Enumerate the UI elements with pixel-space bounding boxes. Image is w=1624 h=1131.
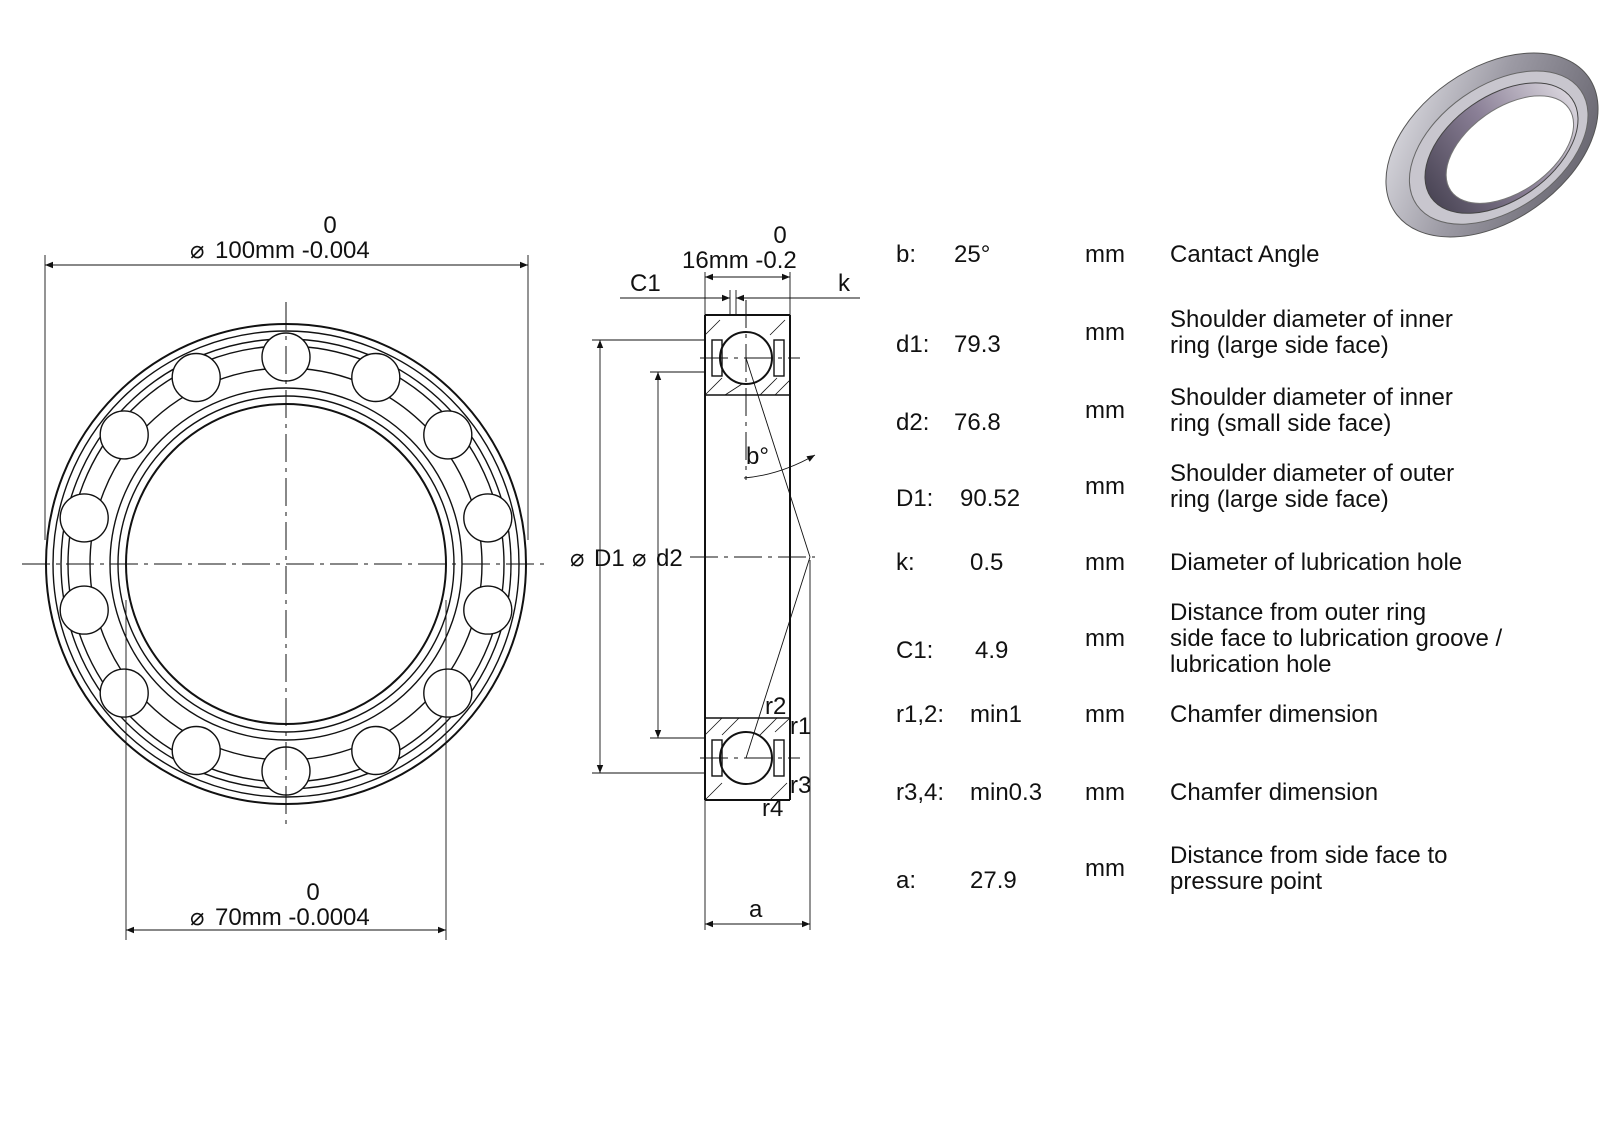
- outer-diameter-value: 100mm -0.004: [215, 237, 370, 264]
- parameter-key: r1,2:: [896, 701, 944, 728]
- outer-diameter-symbol: ⌀: [190, 237, 204, 264]
- parameter-key: C1:: [896, 637, 933, 664]
- parameter-unit: mm: [1085, 855, 1125, 882]
- ball: [351, 725, 401, 776]
- parameter-description: lubrication hole: [1170, 651, 1331, 678]
- parameter-description: Chamfer dimension: [1170, 701, 1378, 728]
- d1-label: D1: [594, 545, 625, 572]
- parameter-key: r3,4:: [896, 779, 944, 806]
- parameter-description: ring (large side face): [1170, 332, 1389, 359]
- parameter-unit: mm: [1085, 397, 1125, 424]
- parameter-description: side face to lubrication groove /: [1170, 625, 1503, 652]
- parameter-description: ring (small side face): [1170, 410, 1391, 437]
- d1-d2-dimension: ⌀ D1 ⌀ d2: [570, 339, 705, 774]
- parameter-value: 27.9: [970, 867, 1017, 894]
- outer-diameter-dimension: 0 ⌀ 100mm -0.004: [44, 212, 529, 540]
- parameter-description: pressure point: [1170, 868, 1322, 895]
- parameter-description: Chamfer dimension: [1170, 779, 1378, 806]
- r3-label: r3: [790, 772, 811, 799]
- ball: [171, 352, 221, 403]
- parameter-key: D1:: [896, 485, 933, 512]
- bearing-3d-view: [1385, 52, 1599, 238]
- width-upper: 0: [773, 222, 786, 249]
- parameter-key: b:: [896, 241, 916, 268]
- parameter-unit: mm: [1085, 625, 1125, 652]
- section-hatching: [704, 319, 791, 801]
- parameter-value: 76.8: [954, 409, 1001, 436]
- parameter-row: d1: 79.3 mm Shoulder diameter of innerring …: [896, 306, 1453, 359]
- k-label: k: [838, 270, 851, 297]
- ball: [423, 410, 473, 460]
- parameter-value: 25°: [954, 241, 990, 268]
- inner-diameter-upper: 0: [306, 879, 319, 906]
- parameter-key: d1:: [896, 331, 929, 358]
- d1-phi-symbol: ⌀: [570, 545, 584, 572]
- parameter-row: D1: 90.52 mm Shoulder diameter of outerring…: [896, 460, 1454, 513]
- parameter-unit: mm: [1085, 779, 1125, 806]
- parameter-unit: mm: [1085, 549, 1125, 576]
- parameter-value: 0.5: [970, 549, 1003, 576]
- parameter-description: ring (large side face): [1170, 486, 1389, 513]
- front-view-balls: [59, 332, 513, 796]
- inner-diameter-dimension: 0 ⌀ 70mm -0.0004: [125, 600, 447, 940]
- ball: [463, 585, 513, 635]
- parameter-description: Shoulder diameter of outer: [1170, 460, 1454, 487]
- ball: [351, 352, 401, 403]
- d2-label: d2: [656, 545, 683, 572]
- parameter-row: k: 0.5 mm Diameter of lubrication hole: [896, 549, 1462, 576]
- parameter-row: r3,4: min0.3 mm Chamfer dimension: [896, 779, 1378, 806]
- parameter-unit: mm: [1085, 473, 1125, 500]
- parameter-value: 79.3: [954, 331, 1001, 358]
- outer-diameter-upper: 0: [323, 212, 336, 239]
- parameter-row: d2: 76.8 mm Shoulder diameter of innerring …: [896, 384, 1453, 437]
- parameter-key: d2:: [896, 409, 929, 436]
- c1-k-dimension: C1 k: [620, 270, 860, 315]
- ball: [59, 585, 109, 635]
- parameter-description: Distance from side face to: [1170, 842, 1447, 869]
- a-label: a: [749, 896, 763, 923]
- parameter-value: 90.52: [960, 485, 1020, 512]
- inner-diameter-value: 70mm -0.0004: [215, 904, 370, 931]
- parameter-description: Distance from outer ring: [1170, 599, 1426, 626]
- d2-phi-symbol: ⌀: [632, 545, 646, 572]
- ball: [99, 668, 149, 718]
- r1-label: r1: [790, 713, 811, 740]
- angle-label: b°: [746, 443, 769, 470]
- parameter-unit: mm: [1085, 319, 1125, 346]
- parameter-description: Cantact Angle: [1170, 241, 1319, 268]
- ball: [99, 410, 149, 460]
- parameter-value: min0.3: [970, 779, 1042, 806]
- parameter-unit: mm: [1085, 701, 1125, 728]
- r2-label: r2: [765, 693, 786, 720]
- front-view: [22, 302, 550, 826]
- parameter-row: a: 27.9 mm Distance from side face topressu…: [896, 842, 1447, 895]
- r4-label: r4: [762, 795, 783, 822]
- width-dimension: 0 16mm -0.2: [682, 222, 797, 315]
- parameter-description: Diameter of lubrication hole: [1170, 549, 1462, 576]
- a-dimension: a: [704, 560, 811, 930]
- inner-diameter-symbol: ⌀: [190, 904, 204, 931]
- ball: [423, 668, 473, 718]
- ball: [59, 493, 109, 543]
- parameter-key: a:: [896, 867, 916, 894]
- parameter-value: min1: [970, 701, 1022, 728]
- width-value: 16mm -0.2: [682, 247, 797, 274]
- parameter-key: k:: [896, 549, 915, 576]
- parameter-description: Shoulder diameter of inner: [1170, 384, 1453, 411]
- parameter-unit: mm: [1085, 241, 1125, 268]
- ball: [171, 725, 221, 776]
- parameter-row: b: 25° mm Cantact Angle: [896, 241, 1319, 268]
- parameter-value: 4.9: [975, 637, 1008, 664]
- ball: [463, 493, 513, 543]
- parameter-row: r1,2: min1 mm Chamfer dimension: [896, 701, 1378, 728]
- parameter-description: Shoulder diameter of inner: [1170, 306, 1453, 333]
- c1-label: C1: [630, 270, 661, 297]
- section-view: [690, 300, 816, 801]
